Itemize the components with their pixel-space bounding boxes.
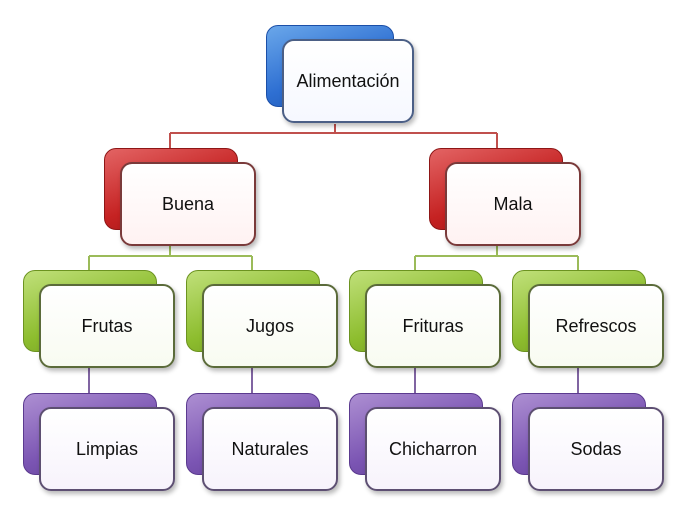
node-label-limpias: Limpias (39, 407, 175, 491)
node-jugos[interactable]: Jugos (186, 270, 338, 370)
node-label-sodas: Sodas (528, 407, 664, 491)
node-mala[interactable]: Mala (429, 148, 581, 248)
node-frutas[interactable]: Frutas (23, 270, 175, 370)
node-sodas[interactable]: Sodas (512, 393, 664, 493)
node-label-buena: Buena (120, 162, 256, 246)
node-label-naturales: Naturales (202, 407, 338, 491)
node-alimentacion[interactable]: Alimentación (266, 25, 418, 127)
node-refrescos[interactable]: Refrescos (512, 270, 664, 370)
node-chicharron[interactable]: Chicharron (349, 393, 501, 493)
node-naturales[interactable]: Naturales (186, 393, 338, 493)
node-frituras[interactable]: Frituras (349, 270, 501, 370)
node-label-mala: Mala (445, 162, 581, 246)
node-buena[interactable]: Buena (104, 148, 256, 248)
node-label-chicharron: Chicharron (365, 407, 501, 491)
node-limpias[interactable]: Limpias (23, 393, 175, 493)
node-label-alimentacion: Alimentación (282, 39, 414, 123)
node-label-refrescos: Refrescos (528, 284, 664, 368)
node-label-frutas: Frutas (39, 284, 175, 368)
node-label-jugos: Jugos (202, 284, 338, 368)
node-label-frituras: Frituras (365, 284, 501, 368)
